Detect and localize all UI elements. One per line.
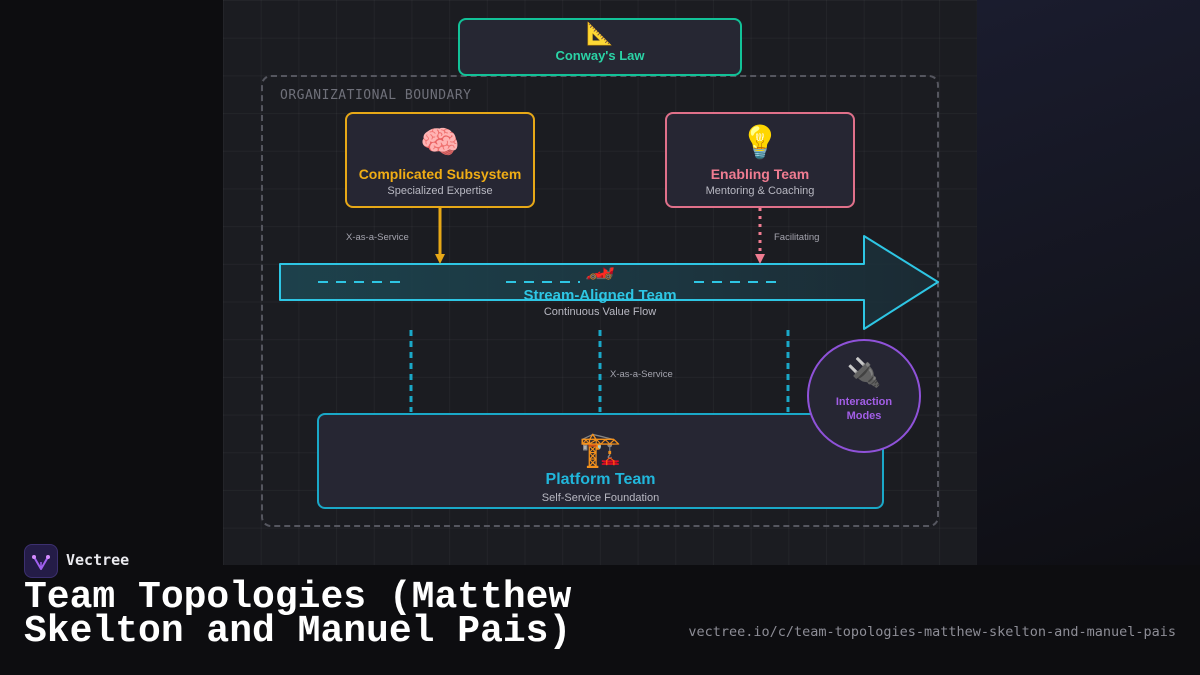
interaction-modes-label: Interaction Modes: [835, 396, 893, 422]
race-car-icon: 🏎️: [585, 254, 615, 281]
interaction-modes-circle[interactable]: 🔌 Interaction Modes: [807, 339, 921, 453]
conways-law-label: Conway's Law: [555, 48, 645, 63]
edge-label-complicated-xaas: X-as-a-Service: [346, 232, 409, 243]
triangle-ruler-icon: 📐: [586, 21, 614, 46]
plug-icon: 🔌: [846, 357, 882, 388]
page-title: Team Topologies (Matthew Skelton and Man…: [24, 576, 572, 653]
edge-label-facilitating: Facilitating: [774, 232, 820, 243]
construction-crane-icon: 🏗️: [579, 431, 622, 469]
brain-icon: 🧠: [420, 124, 460, 160]
enabling-team-card[interactable]: 💡 Enabling Team Mentoring & Coaching: [665, 112, 855, 208]
enabling-team-subtitle: Mentoring & Coaching: [705, 185, 815, 197]
conways-law-card[interactable]: 📐 Conway's Law: [458, 18, 742, 76]
platform-team-subtitle: Self-Service Foundation: [541, 492, 660, 504]
complicated-subsystem-subtitle: Specialized Expertise: [387, 185, 493, 197]
lightbulb-icon: 💡: [740, 124, 780, 160]
page-url[interactable]: vectree.io/c/team-topologies-matthew-ske…: [688, 624, 1176, 640]
brand-name: Vectree: [66, 551, 130, 569]
platform-team-title: Platform Team: [545, 471, 656, 488]
background-gradient: [977, 0, 1200, 565]
boundary-label: ORGANIZATIONAL BOUNDARY: [280, 88, 472, 103]
stream-aligned-team-subtitle: Continuous Value Flow: [543, 306, 657, 318]
enabling-team-title: Enabling Team: [710, 166, 810, 182]
complicated-subsystem-title: Complicated Subsystem: [358, 166, 522, 182]
stream-aligned-team-title[interactable]: Stream-Aligned Team: [523, 287, 677, 304]
platform-team-card[interactable]: 🏗️ Platform Team Self-Service Foundation: [317, 413, 884, 509]
complicated-subsystem-card[interactable]: 🧠 Complicated Subsystem Specialized Expe…: [345, 112, 535, 208]
vectree-logo-icon: [24, 544, 58, 578]
edge-label-platform-xaas: X-as-a-Service: [610, 369, 673, 380]
